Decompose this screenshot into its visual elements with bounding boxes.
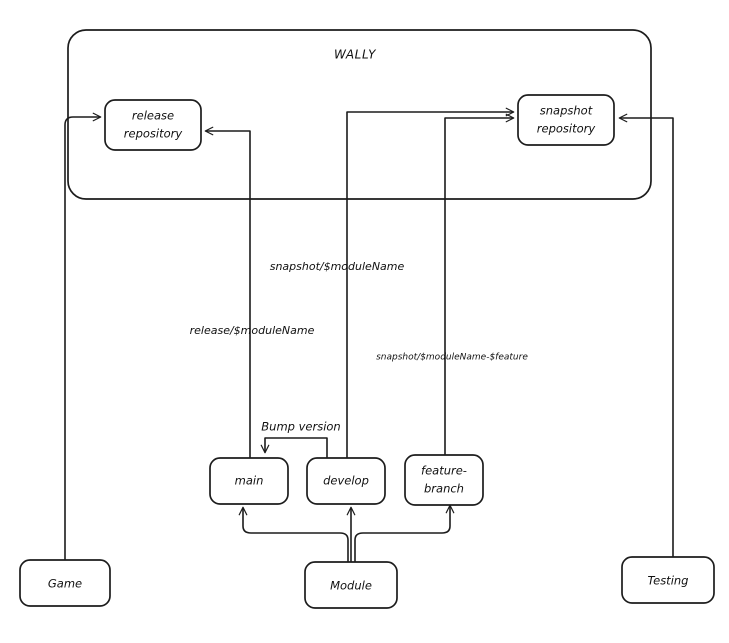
node-game[interactable]: Game [19, 559, 111, 607]
edge-testing-to-snapshot-repository [618, 113, 674, 558]
edge-label-snapshot-module-name-feature: snapshot/$moduleName-$feature [376, 353, 528, 363]
edge-develop-to-snapshot-repository [346, 107, 515, 459]
node-testing[interactable]: Testing [621, 556, 715, 604]
edge-main-to-release-repository [204, 126, 251, 459]
node-main-label: main [235, 474, 264, 488]
node-develop-label: develop [323, 474, 369, 488]
node-snapshot-repository-label-line1: snapshot [540, 104, 593, 118]
node-release-repository-label-line1: release [132, 109, 174, 123]
node-game-box[interactable] [19, 559, 111, 607]
edge-game-to-release-repository [64, 112, 102, 561]
node-module[interactable]: Module [304, 561, 398, 609]
node-testing-label: Testing [648, 574, 689, 588]
node-snapshot-repository[interactable]: snapshot repository [517, 94, 615, 146]
edge-feature-branch-to-snapshot-repository [444, 113, 515, 456]
node-develop[interactable]: develop [306, 457, 386, 505]
edge-label-release-module-name: release/$moduleName [190, 324, 315, 337]
wally-group-boundary [67, 29, 652, 200]
node-feature-branch-label-line1: feature- [421, 464, 467, 478]
node-testing-box[interactable] [621, 556, 715, 604]
nodes-layer: release repository snapshot repository m… [19, 94, 715, 609]
node-feature-branch-box[interactable] [404, 454, 484, 506]
edge-module-to-main [238, 506, 349, 563]
node-module-box[interactable] [304, 561, 398, 609]
edge-module-to-feature-branch [354, 504, 455, 563]
wally-group: WALLY [67, 29, 652, 200]
node-release-repository-label-line2: repository [124, 127, 183, 141]
node-main-box[interactable] [209, 457, 289, 505]
node-release-repository-box[interactable] [104, 99, 202, 151]
node-main[interactable]: main [209, 457, 289, 505]
edges-layer [64, 107, 674, 563]
node-feature-branch-label-line2: branch [424, 482, 464, 496]
edge-labels-layer: snapshot/$moduleName release/$moduleName… [190, 260, 529, 434]
node-feature-branch[interactable]: feature- branch [404, 454, 484, 506]
node-snapshot-repository-label-line2: repository [537, 122, 596, 136]
node-module-label: Module [330, 579, 372, 593]
edge-bump-version [260, 437, 328, 459]
node-game-label: Game [48, 577, 82, 591]
node-release-repository[interactable]: release repository [104, 99, 202, 151]
wally-group-label: WALLY [334, 48, 377, 62]
edge-label-bump-version: Bump version [261, 420, 340, 434]
node-snapshot-repository-box[interactable] [517, 94, 615, 146]
node-develop-box[interactable] [306, 457, 386, 505]
edge-label-snapshot-module-name: snapshot/$moduleName [270, 260, 405, 273]
